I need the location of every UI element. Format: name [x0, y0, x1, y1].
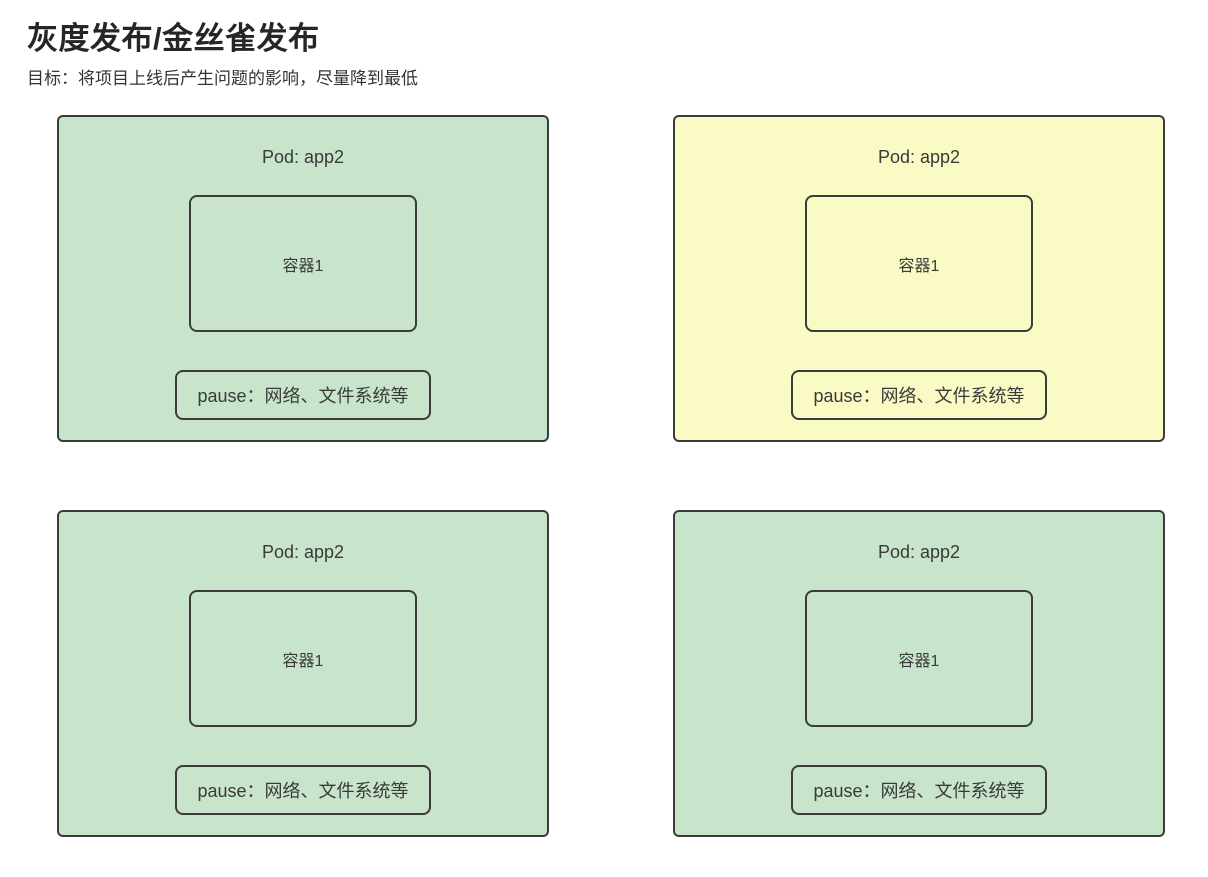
- pause-box: pause：网络、文件系统等: [791, 765, 1047, 815]
- pod-box-bottom-left: Pod: app2 容器1 pause：网络、文件系统等: [57, 510, 549, 837]
- pause-label: pause：网络、文件系统等: [813, 781, 1025, 801]
- pause-box: pause：网络、文件系统等: [175, 370, 431, 420]
- container-box: 容器1: [805, 195, 1033, 332]
- pause-label: pause：网络、文件系统等: [197, 386, 409, 406]
- page-title: 灰度发布/金丝雀发布: [27, 21, 320, 56]
- pod-box-bottom-right: Pod: app2 容器1 pause：网络、文件系统等: [673, 510, 1165, 837]
- page-header: 灰度发布/金丝雀发布 目标：将项目上线后产生问题的影响，尽量降到最低: [0, 0, 1208, 90]
- container-label: 容器1: [282, 652, 324, 670]
- pod-title: Pod: app2: [261, 147, 345, 167]
- pod-title: Pod: app2: [261, 542, 345, 562]
- pause-box: pause：网络、文件系统等: [791, 370, 1047, 420]
- container-label: 容器1: [898, 652, 940, 670]
- pause-label: pause：网络、文件系统等: [813, 386, 1025, 406]
- pod-title: Pod: app2: [877, 542, 961, 562]
- pods-grid: Pod: app2 容器1 pause：网络、文件系统等 Pod: app2 容…: [57, 115, 1165, 837]
- container-box: 容器1: [805, 590, 1033, 727]
- container-label: 容器1: [898, 257, 940, 275]
- pause-box: pause：网络、文件系统等: [175, 765, 431, 815]
- page-subtitle: 目标：将项目上线后产生问题的影响，尽量降到最低: [27, 69, 418, 88]
- pod-box-top-right: Pod: app2 容器1 pause：网络、文件系统等: [673, 115, 1165, 442]
- pod-title: Pod: app2: [877, 147, 961, 167]
- pause-label: pause：网络、文件系统等: [197, 781, 409, 801]
- pod-box-top-left: Pod: app2 容器1 pause：网络、文件系统等: [57, 115, 549, 442]
- container-box: 容器1: [189, 195, 417, 332]
- container-box: 容器1: [189, 590, 417, 727]
- container-label: 容器1: [282, 257, 324, 275]
